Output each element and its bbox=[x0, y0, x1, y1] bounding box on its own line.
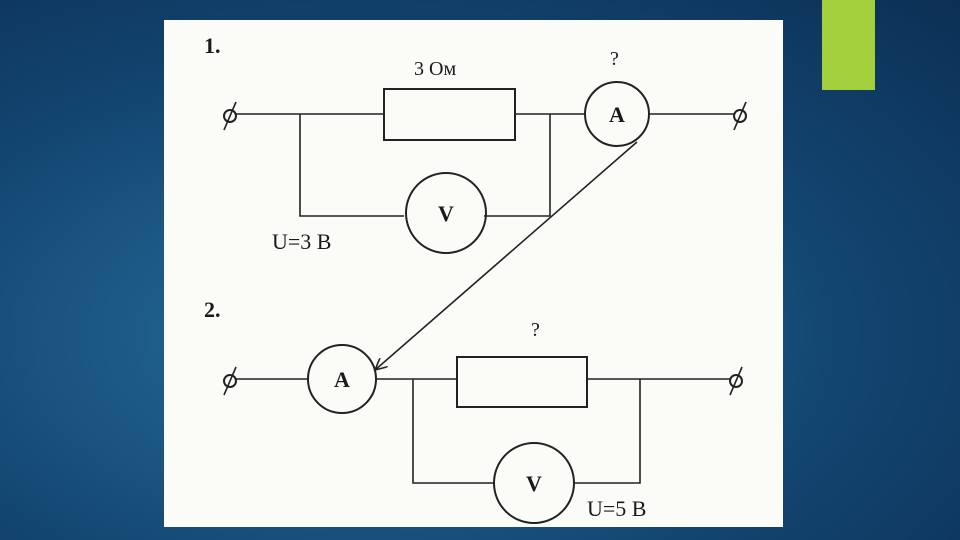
ammeter-1-label: A bbox=[609, 102, 625, 127]
voltage-2-label: U=5 В bbox=[587, 496, 646, 521]
ammeter-2-label: A bbox=[334, 367, 350, 392]
resistor-1-label: 3 Ом bbox=[414, 58, 456, 80]
ammeter-2: A bbox=[307, 344, 377, 414]
voltage-1-label: U=3 В bbox=[272, 229, 331, 254]
ammeter-1: A bbox=[584, 81, 650, 147]
wire-1-right-branch bbox=[484, 114, 551, 217]
circuit-2-number: 2. bbox=[204, 297, 221, 322]
connecting-arrow bbox=[375, 141, 638, 370]
terminal-right-1 bbox=[733, 101, 747, 131]
resistor-2 bbox=[456, 356, 588, 408]
diagram-panel: 1. 3 Ом A ? bbox=[164, 20, 783, 527]
voltmeter-2: V bbox=[493, 442, 575, 524]
resistor-1 bbox=[383, 88, 516, 141]
voltmeter-2-label: V bbox=[526, 471, 542, 496]
circuit-diagram: 1. 3 Ом A ? bbox=[204, 33, 747, 524]
unknown-resistance-label: ? bbox=[531, 319, 540, 341]
terminal-right-2 bbox=[729, 366, 743, 396]
voltmeter-1-label: V bbox=[438, 201, 454, 226]
unknown-current-label: ? bbox=[610, 48, 619, 70]
wire-2-left-branch bbox=[412, 379, 494, 484]
voltmeter-1: V bbox=[405, 172, 487, 254]
terminal-left-2 bbox=[223, 366, 237, 396]
accent-bar bbox=[822, 0, 875, 90]
terminal-left-1 bbox=[223, 101, 237, 131]
circuit-1: 1. 3 Ом A ? bbox=[204, 33, 747, 254]
circuit-1-number: 1. bbox=[204, 33, 221, 58]
wire-1-left-branch bbox=[299, 114, 404, 217]
circuit-2: 2. A ? bbox=[204, 297, 743, 524]
wire-2-right-branch bbox=[574, 379, 641, 484]
